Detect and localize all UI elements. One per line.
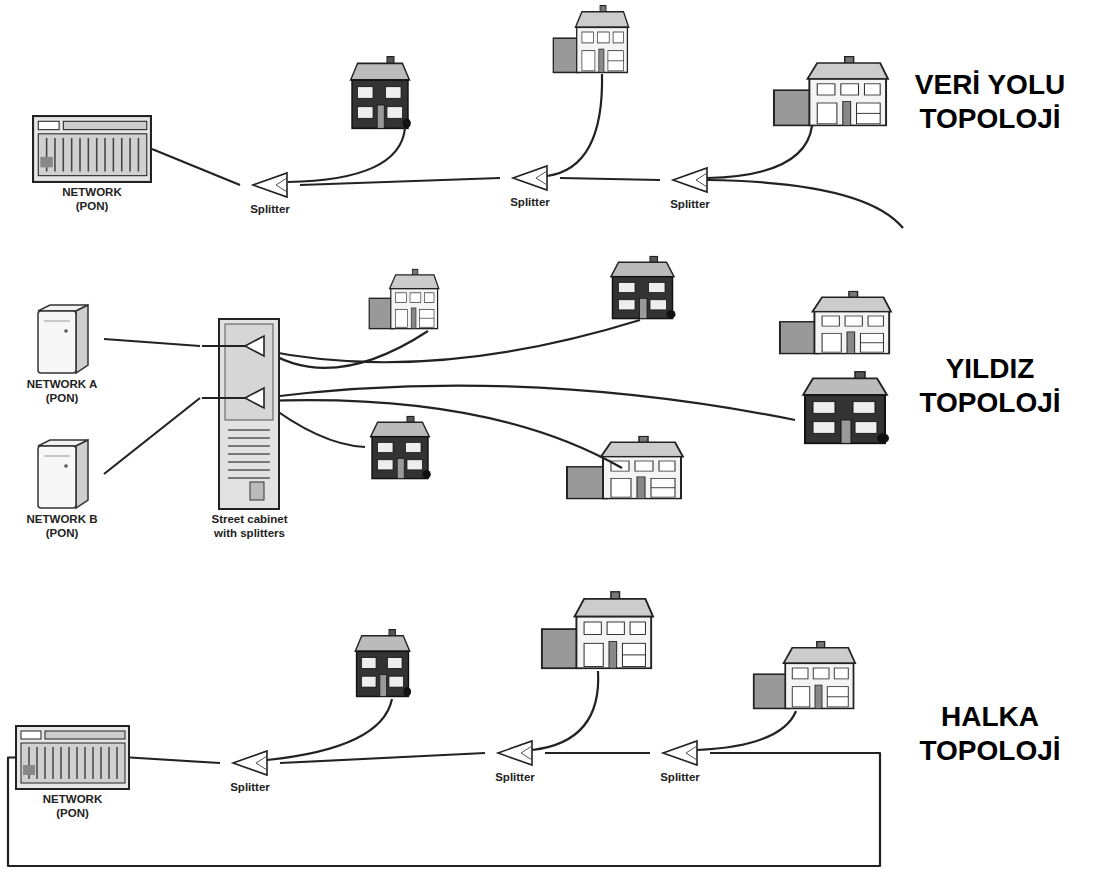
house — [611, 256, 676, 318]
rack-node: NETWORK (PON) — [15, 725, 130, 821]
node-icon — [220, 748, 280, 778]
node-icon — [32, 115, 152, 183]
node-icon — [20, 303, 104, 375]
node-icon — [485, 738, 545, 768]
splitter-node: Splitter — [220, 748, 280, 795]
topology-title: YILDIZ TOPOLOJİ — [895, 352, 1085, 420]
node-label: NETWORK A (PON) — [22, 378, 102, 406]
node-label: Splitter — [250, 203, 290, 217]
house — [355, 630, 411, 697]
house — [369, 269, 439, 328]
node-icon — [200, 318, 299, 510]
splitter-symbol — [500, 163, 560, 193]
splitter-symbol — [240, 170, 300, 200]
server-node: NETWORK A (PON) — [20, 303, 104, 406]
node-icon — [500, 163, 560, 193]
fiber-link — [280, 753, 485, 763]
node-label: NETWORK (PON) — [33, 793, 113, 821]
house — [553, 6, 628, 73]
splitter-node: Splitter — [240, 170, 300, 217]
street-cabinet — [200, 318, 299, 510]
fiber-link — [104, 398, 200, 474]
house — [774, 57, 888, 126]
splitter-node: Splitter — [500, 163, 560, 210]
house — [371, 416, 431, 478]
topology-title: VERİ YOLU TOPOLOJİ — [895, 68, 1085, 136]
node-label: Splitter — [670, 198, 710, 212]
house — [803, 372, 889, 444]
house — [780, 291, 891, 353]
drop-cables — [267, 671, 796, 760]
node-icon — [660, 165, 720, 195]
node-label: Street cabinet with splitters — [202, 513, 297, 541]
node-icon — [650, 738, 710, 768]
node-label: Splitter — [660, 771, 700, 785]
fiber-link — [130, 758, 220, 764]
drop-cables — [262, 320, 795, 468]
node-icon — [20, 438, 104, 510]
splitter-symbol — [220, 748, 280, 778]
node-label: Splitter — [510, 196, 550, 210]
house — [754, 642, 856, 709]
fiber-link — [104, 339, 200, 346]
server-tower — [20, 438, 104, 510]
node-label: NETWORK (PON) — [52, 186, 132, 214]
fiber-link — [545, 752, 650, 754]
fiber-link — [8, 753, 880, 866]
server-tower — [20, 303, 104, 375]
fiber-link — [560, 178, 660, 180]
node-label: Splitter — [495, 771, 535, 785]
fiber-link — [300, 178, 500, 185]
splitter-symbol — [660, 165, 720, 195]
node-icon — [240, 170, 300, 200]
node-label: NETWORK B (PON) — [22, 513, 102, 541]
house — [542, 592, 653, 668]
topology-title: HALKA TOPOLOJİ — [895, 700, 1085, 768]
splitter-node: Splitter — [660, 165, 720, 212]
splitter-node: Splitter — [485, 738, 545, 785]
splitter-node: Splitter — [650, 738, 710, 785]
server-node: NETWORK B (PON) — [20, 438, 104, 541]
fiber-link — [152, 149, 240, 185]
node-icon — [15, 725, 130, 790]
house — [567, 436, 683, 498]
splitter-symbol — [650, 738, 710, 768]
olt-rack — [15, 725, 130, 790]
cabinet-node: Street cabinet with splitters — [200, 318, 299, 541]
rack-node: NETWORK (PON) — [32, 115, 152, 214]
splitter-symbol — [485, 738, 545, 768]
house — [351, 57, 411, 129]
olt-rack — [32, 115, 152, 183]
node-label: Splitter — [230, 781, 270, 795]
drop-cables — [288, 74, 903, 228]
